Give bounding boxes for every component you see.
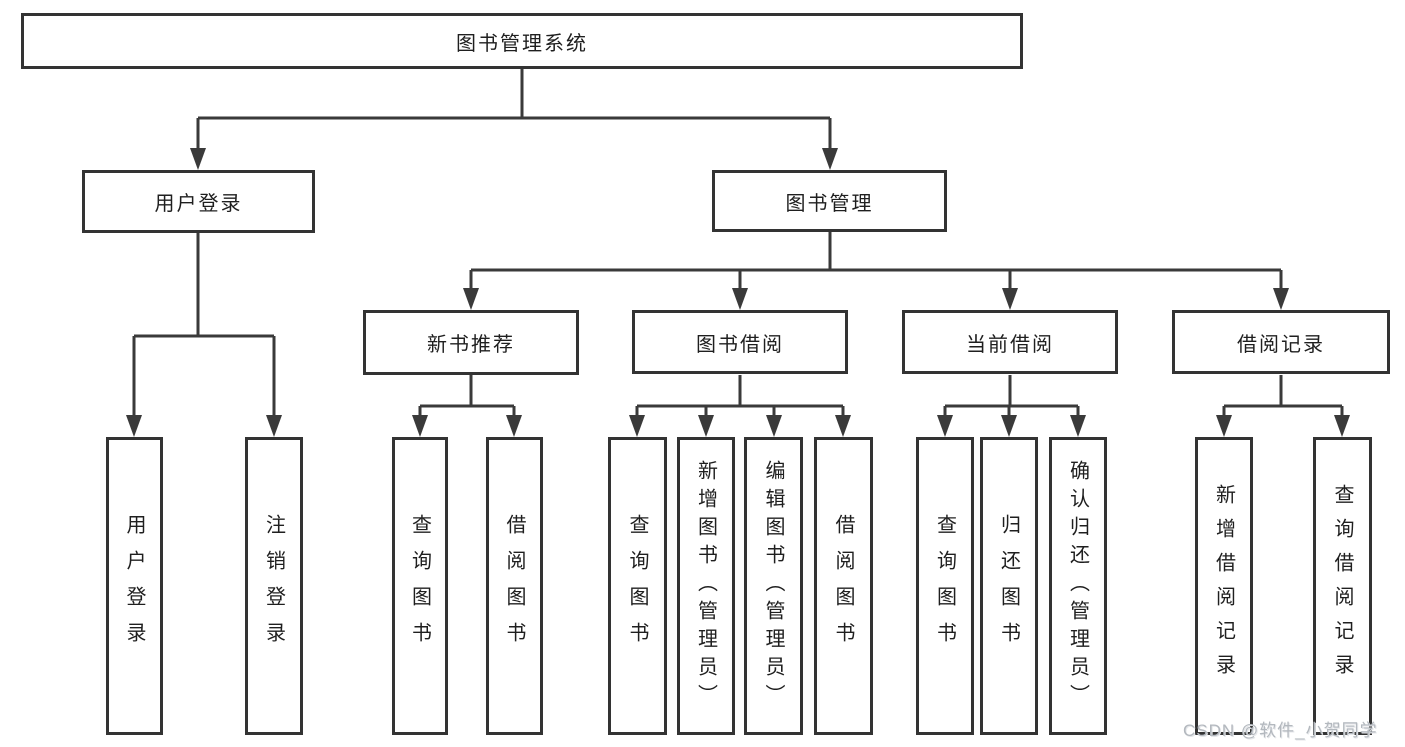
node-root: 图书管理系统	[21, 13, 1023, 69]
leaf-query-books-current: 查询图书	[916, 437, 974, 735]
node-book-management: 图书管理	[712, 170, 947, 232]
leaf-query-borrow-record: 查询借阅记录	[1313, 437, 1372, 735]
node-label: 图书管理	[785, 192, 874, 215]
leaf-label: 确认归还（管理员）	[1066, 460, 1089, 712]
arrowhead	[190, 148, 206, 170]
node-label: 用户登录	[154, 193, 243, 215]
leaf-borrow-books: 借阅图书	[814, 437, 873, 735]
node-borrow-records: 借阅记录	[1172, 310, 1390, 374]
connector-group-root	[190, 69, 838, 170]
arrowhead	[698, 415, 714, 437]
node-label: 新书推荐	[427, 334, 515, 356]
leaf-label: 用户登录	[123, 514, 145, 658]
leaf-query-books-borrow: 查询图书	[608, 437, 667, 735]
leaf-add-books-admin: 新增图书（管理员）	[677, 437, 735, 735]
leaf-label: 注销登录	[262, 514, 285, 658]
arrowhead	[766, 415, 782, 437]
leaf-label: 查询借阅记录	[1331, 484, 1353, 688]
leaf-label: 查询图书	[408, 514, 431, 658]
leaf-label: 借阅图书	[503, 514, 525, 658]
node-user-login: 用户登录	[82, 170, 315, 233]
arrowhead	[822, 148, 838, 170]
leaf-label: 借阅图书	[832, 514, 854, 658]
arrowhead	[732, 288, 748, 310]
arrowhead	[126, 415, 142, 437]
connector-group-book-management	[463, 232, 1289, 310]
leaf-label: 归还图书	[997, 514, 1020, 658]
leaf-label: 新增借阅记录	[1212, 484, 1235, 688]
node-label: 图书管理系统	[456, 32, 588, 55]
connector-group-current-borrow	[937, 375, 1086, 437]
arrowhead	[1001, 415, 1017, 437]
leaf-logout: 注销登录	[245, 437, 303, 735]
leaf-query-books-recommend: 查询图书	[392, 437, 448, 735]
arrowhead	[266, 415, 282, 437]
node-label: 当前借阅	[966, 333, 1054, 356]
leaf-edit-books-admin: 编辑图书（管理员）	[744, 437, 803, 735]
arrowhead	[937, 415, 953, 437]
node-book-borrow: 图书借阅	[632, 310, 848, 374]
node-new-book-recommend: 新书推荐	[363, 310, 579, 375]
arrowhead	[1216, 415, 1232, 437]
arrowhead	[412, 415, 428, 437]
connector-group-book-borrow	[629, 375, 851, 437]
connector-group-borrow-records	[1216, 375, 1350, 437]
node-current-borrow: 当前借阅	[902, 310, 1118, 374]
arrowhead	[1002, 288, 1018, 310]
leaf-add-borrow-record: 新增借阅记录	[1195, 437, 1253, 735]
node-label: 图书借阅	[696, 333, 784, 356]
leaf-confirm-return-admin: 确认归还（管理员）	[1049, 437, 1107, 735]
leaf-label: 查询图书	[626, 514, 648, 658]
leaf-label: 查询图书	[933, 514, 956, 658]
arrowhead	[1070, 415, 1086, 437]
watermark: CSDN @软件_小贺同学	[1183, 721, 1378, 740]
connector-group-user-login	[126, 233, 282, 437]
connector-group-new-book-recommend	[412, 375, 522, 437]
leaf-label: 编辑图书（管理员）	[762, 460, 784, 712]
arrowhead	[629, 415, 645, 437]
arrowhead	[835, 415, 851, 437]
leaf-borrow-books-recommend: 借阅图书	[486, 437, 543, 735]
arrowhead	[463, 288, 479, 310]
leaf-user-login: 用户登录	[106, 437, 163, 735]
leaf-label: 新增图书（管理员）	[694, 460, 717, 712]
leaf-return-books: 归还图书	[980, 437, 1038, 735]
arrowhead	[1273, 288, 1289, 310]
node-label: 借阅记录	[1237, 333, 1325, 356]
arrowhead	[1334, 415, 1350, 437]
arrowhead	[506, 415, 522, 437]
